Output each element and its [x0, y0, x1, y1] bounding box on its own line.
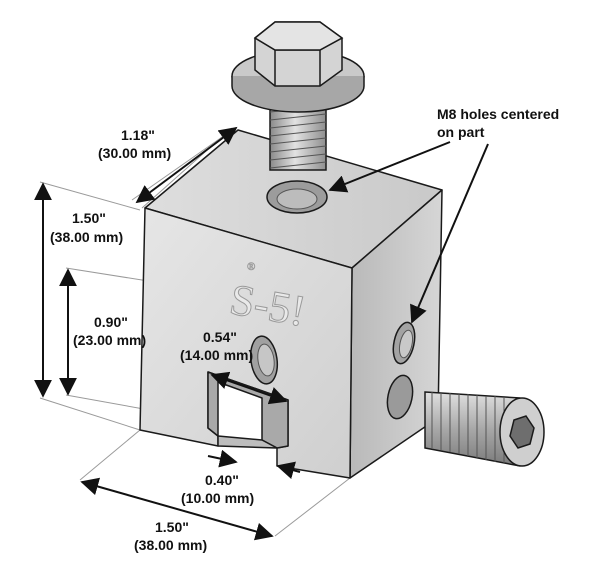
width-imperial: 1.50"	[155, 519, 189, 535]
hex-bolt	[231, 21, 365, 171]
gap-arrow-right	[276, 461, 301, 479]
depth-arrow	[135, 126, 238, 204]
slot-height-metric: (23.00 mm)	[73, 332, 146, 348]
callout-line-1: M8 holes centered	[437, 106, 559, 122]
s5-logo-registered-mark: ®	[247, 261, 255, 273]
side-hole-lower	[386, 374, 414, 420]
slot-width-imperial: 0.54"	[203, 329, 237, 345]
callout-line-2: on part	[437, 124, 485, 140]
callout-leader-side	[410, 143, 489, 324]
slot-width-metric: (14.00 mm)	[180, 347, 253, 363]
gap-imperial: 0.40"	[205, 472, 239, 488]
slot-floor	[217, 435, 278, 449]
width-arrow	[80, 477, 274, 541]
depth-metric: (30.00 mm)	[98, 145, 171, 161]
slot-interior	[207, 371, 289, 449]
height-metric: (38.00 mm)	[50, 229, 123, 245]
depth-imperial: 1.18"	[121, 127, 155, 143]
hex-socket	[509, 415, 535, 449]
width-metric: (38.00 mm)	[134, 537, 207, 553]
dimension-labels: 1.18" (30.00 mm) 1.50" (38.00 mm) 0.90" …	[50, 106, 559, 553]
height-imperial: 1.50"	[72, 210, 106, 226]
slot-width-arrow	[210, 371, 288, 405]
gap-arrow-left	[207, 449, 238, 468]
gap-metric: (10.00 mm)	[181, 490, 254, 506]
holes	[249, 180, 416, 420]
slot-height-imperial: 0.90"	[94, 314, 128, 330]
dimension-arrows	[34, 126, 489, 541]
set-screw	[424, 391, 545, 467]
callout-leader-top	[328, 141, 451, 193]
